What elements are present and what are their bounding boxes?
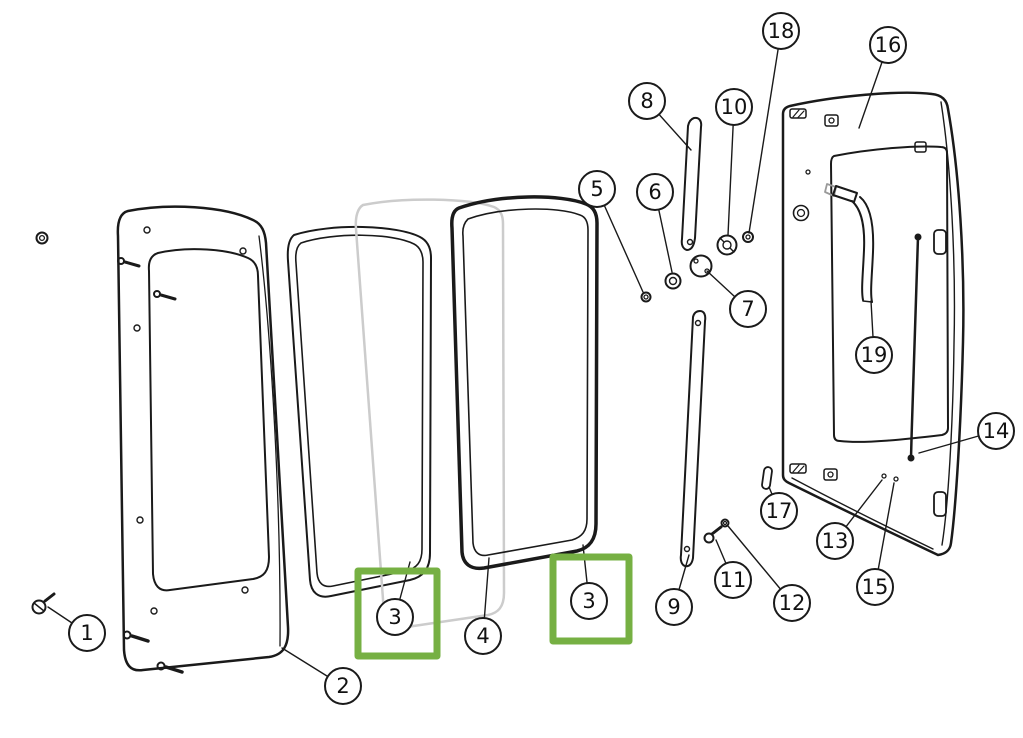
fastener-screws-left (31, 231, 184, 674)
part-water-tube (824, 183, 875, 303)
leader-18 (748, 30, 782, 234)
part-washer-6 (664, 272, 682, 290)
part-clip-17 (761, 466, 773, 490)
part-disc-7 (689, 254, 713, 278)
callout-4[interactable]: 4 (464, 617, 502, 655)
callout-8[interactable]: 8 (628, 82, 666, 120)
callout-15[interactable]: 15 (856, 568, 894, 606)
callout-17[interactable]: 17 (760, 492, 798, 530)
callout-10[interactable]: 10 (715, 88, 753, 126)
callout-5[interactable]: 5 (578, 170, 616, 208)
part-nut-5 (640, 291, 652, 303)
part-glass-with-seal (450, 195, 599, 571)
leader-10 (727, 106, 735, 236)
callout-3-right[interactable]: 3 (570, 582, 608, 620)
callout-16[interactable]: 16 (869, 26, 907, 64)
part-door-outer-frame (116, 205, 290, 672)
part-hinge-strip-lower (679, 310, 707, 568)
part-washer-12 (720, 518, 730, 528)
callout-11[interactable]: 11 (714, 561, 752, 599)
part-glass-pane (354, 198, 506, 630)
part-bearing-10 (716, 234, 738, 256)
highlight-box-right (549, 553, 633, 645)
part-door-inner-panel (781, 91, 965, 557)
callout-2[interactable]: 2 (324, 667, 362, 705)
part-screw-11 (703, 525, 723, 544)
callout-9[interactable]: 9 (655, 588, 693, 626)
callout-1[interactable]: 1 (68, 614, 106, 652)
part-hinge-hardware (640, 231, 754, 303)
part-grommet-18 (742, 231, 754, 243)
callout-12[interactable]: 12 (773, 584, 811, 622)
callout-14[interactable]: 14 (977, 412, 1015, 450)
highlight-box-left (354, 567, 441, 660)
part-hinge-strip-upper (680, 116, 703, 251)
part-window-gasket (286, 226, 432, 598)
part-rod (907, 233, 922, 462)
callout-3-left[interactable]: 3 (376, 598, 414, 636)
part-screw-1 (31, 592, 56, 615)
callout-19[interactable]: 19 (855, 336, 893, 374)
callout-18[interactable]: 18 (762, 12, 800, 50)
callout-7[interactable]: 7 (729, 290, 767, 328)
callout-6[interactable]: 6 (636, 173, 674, 211)
callout-13[interactable]: 13 (816, 522, 854, 560)
